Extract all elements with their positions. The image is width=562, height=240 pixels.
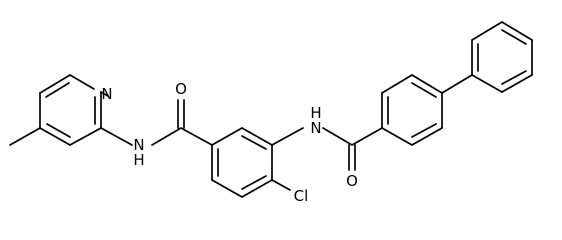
bond-nh2-carbonyl2 [322, 127, 353, 146]
central-ring [211, 127, 273, 198]
bond-pyridine-nh [100, 127, 133, 146]
chemical-structure-diagram: N N H O N H O Cl [9, 21, 533, 205]
atom-amide1-o: O [175, 80, 187, 98]
bond-ring-nh2 [271, 127, 304, 146]
bond-nh-carbonyl1 [151, 127, 182, 146]
atom-amide1-n: N [133, 136, 144, 154]
atom-amide2-n: N [310, 119, 321, 137]
bond-carbonyl1-ring [180, 127, 213, 146]
bonds [9, 21, 533, 198]
bond-carbonyl2-ring [351, 127, 383, 146]
bond-ring-cl [271, 179, 291, 191]
bond-methyl [9, 127, 41, 146]
atom-amide1-h: H [133, 151, 144, 169]
atom-amide2-h: H [310, 104, 321, 122]
biphenyl-ring-1 [381, 74, 443, 146]
bond-biphenyl-link [441, 74, 473, 94]
atom-pyridine-n: N [101, 85, 112, 103]
biphenyl-ring-2 [471, 21, 533, 93]
pyridine-ring [39, 74, 109, 146]
atom-amide2-o: O [346, 172, 358, 190]
atom-labels: N N H O N H O Cl [101, 80, 358, 205]
atom-chlorine: Cl [294, 187, 309, 205]
